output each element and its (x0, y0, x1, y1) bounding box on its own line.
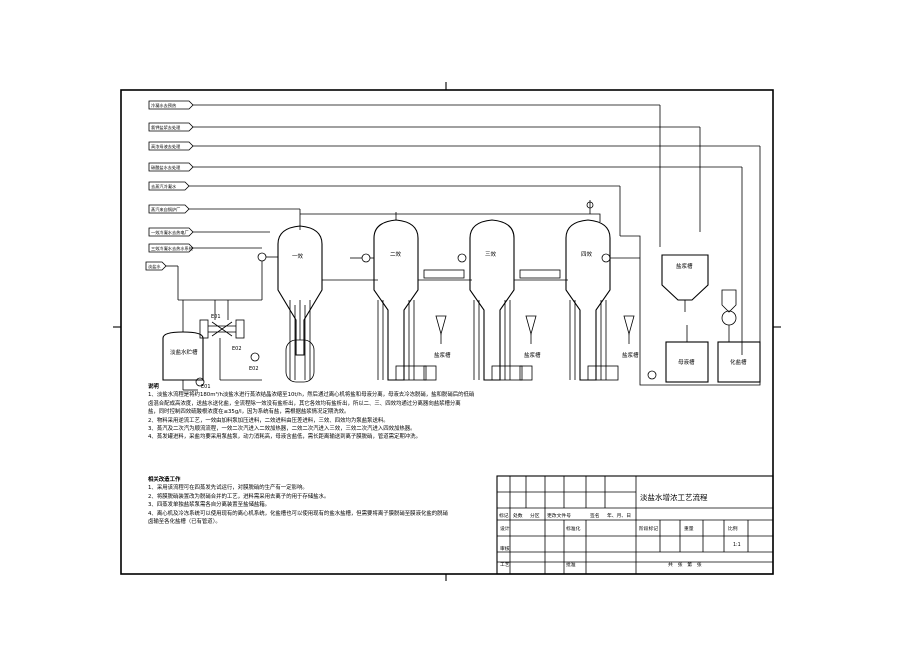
svg-text:批准: 批准 (566, 561, 576, 568)
feed-tank-label: 淡盐水贮槽 (170, 348, 198, 356)
svg-text:阶段标记: 阶段标记 (639, 525, 658, 532)
effect-1-label: 一效 (292, 252, 304, 260)
pipe-label-1: 氯钾盐浆去处理 (148, 122, 701, 232)
return-pipe (620, 235, 761, 386)
followup-item: 2、将膜脱硝装置改为脱硝合并的工艺，进料需采用去离子的用于存储盐水。 (148, 493, 330, 500)
notes-title: 说明 (148, 384, 159, 390)
svg-text:更改文件号: 更改文件号 (547, 512, 571, 519)
pump-icon (195, 377, 205, 387)
svg-text:1:1: 1:1 (733, 542, 741, 548)
svg-text:处数: 处数 (513, 512, 523, 519)
svg-text:三效冷凝水去热水系统: 三效冷凝水去热水系统 (151, 245, 193, 252)
salt-tanks: 盐浆槽 盐浆槽 盐浆槽 (434, 315, 639, 359)
pipe-label-2: 高浓母液去处理 (148, 141, 761, 380)
effect-1: 一效 (257, 225, 378, 383)
svg-text:标准化: 标准化 (566, 525, 581, 532)
notes-section: 说明 1、淡盐水流程是将约180m³/h淡盐水进行蒸浓结晶浓缩至10t/h，然后… (148, 383, 493, 442)
pipe-label-6: 一效冷凝水去热电厂 (148, 227, 270, 237)
pipe-label-7: 三效冷凝水去热水系统 (148, 243, 262, 253)
salt-tank-2-label: 盐浆槽 (524, 351, 541, 359)
pipe-label-4: 去蒸汽冷凝水 (148, 181, 621, 236)
svg-text:高浓母液去处理: 高浓母液去处理 (151, 143, 181, 150)
note-item: 1、淡盐水流程是将约180m³/h淡盐水进行蒸浓结晶浓缩至10t/h，然后通过离… (148, 392, 475, 399)
effect-4: 四效 (565, 219, 640, 381)
note-item: 卤混合配成高浓度，送盐水送化盐，全流程除一效没有盐析出，其它各效均有盐析出，所以… (148, 400, 461, 407)
svg-text:淡盐水: 淡盐水 (148, 263, 161, 269)
drawing-title: 淡盐水增浓工艺流程 (640, 492, 708, 502)
right-equipment: 盐浆槽 母液槽 化盐槽 (647, 254, 761, 383)
feed-label: 淡盐水 (145, 261, 178, 271)
salt-tank-3-label: 盐浆槽 (622, 351, 639, 359)
note-item: 3、蒸汽及二次汽为顺流流程，一效二次汽进入二效加热器，二效二次汽进入三效，三效二… (148, 425, 416, 432)
svg-text:冷凝水去预热: 冷凝水去预热 (151, 102, 177, 109)
svg-text:去蒸汽冷凝水: 去蒸汽冷凝水 (151, 183, 177, 190)
pipe-label-0: 冷凝水去预热 (148, 100, 661, 247)
svg-text:重量: 重量 (684, 525, 694, 532)
salt-dissolve-tank (717, 341, 761, 383)
note-item: 盐，同时控制四效硫酸根浓度在≤35g/l，因为系统有盐，需根据盐浆情况定期洗效。 (148, 409, 350, 416)
svg-text:E01: E01 (201, 384, 211, 390)
drawing-frame (120, 89, 774, 575)
pipe-label-5: 蒸汽来自锅炉厂 (148, 204, 301, 230)
followup-title: 相关改造工作 (148, 477, 181, 483)
pump-icon (361, 253, 371, 263)
svg-text:工艺: 工艺 (500, 562, 510, 568)
followup-item: 3、四蒸发单独盐浆泵需各自分离装置至盐储盐箱。 (148, 502, 271, 509)
effect-3-label: 三效 (485, 250, 497, 258)
svg-text:一效冷凝水去热电厂: 一效冷凝水去热电厂 (151, 229, 189, 236)
svg-text:蒸汽来自锅炉厂: 蒸汽来自锅炉厂 (151, 206, 180, 213)
steam-header (300, 213, 601, 222)
pump-icon (601, 253, 611, 263)
svg-text:分区: 分区 (530, 512, 540, 519)
salt-slurry-tank-label: 盐浆槽 (676, 262, 693, 270)
effect-2-label: 二效 (390, 250, 402, 258)
svg-text:签名: 签名 (590, 512, 600, 519)
note-item: 2、物料采用逆流工艺，一效由加料泵加压进料，二效进料由压差进料，三效、四效均为泵… (148, 417, 389, 424)
svg-text:比例: 比例 (728, 525, 738, 532)
note-item: 4、蒸发罐进料，采盐均要采用泵盐泵，动力消耗高，母液含盐低，需长距离输送到离子膜… (148, 434, 421, 441)
pump-icon (250, 352, 260, 362)
feed-tank: 淡盐水贮槽 (162, 266, 262, 391)
effect-3: 三效 (423, 219, 568, 381)
svg-text:设计: 设计 (500, 525, 510, 532)
pump-icon (257, 252, 267, 262)
followup-section: 相关改造工作 1、采用该流程可在四蒸发先试运行，对膜脱硝的生产有一定影响。 2、… (148, 476, 493, 526)
followup-item: 1、采用该流程可在四蒸发先试运行，对膜脱硝的生产有一定影响。 (148, 485, 308, 492)
pipe-label-3: 碳酸盐水去处理 (148, 162, 743, 355)
svg-text:氯钾盐浆去处理: 氯钾盐浆去处理 (151, 124, 181, 131)
followup-item: 4、离心机及冷冻系统可以使用现有的离心机系统，化盐槽也可以使用现有的盐水盐槽，但… (148, 510, 448, 517)
followup-item: 卤输至各化盐槽（已有管道）。 (148, 518, 221, 525)
mother-liquor-tank-label: 母液槽 (678, 358, 695, 366)
centrifuge-icon (721, 310, 737, 326)
title-block: 淡盐水增浓工艺流程 标记 处数 分区 更改文件号 签名 年、月、日 设计 标准化… (496, 475, 774, 575)
heat-exchangers: E01 E02 E02 E01 (199, 300, 262, 390)
svg-text:共 张 第 张: 共 张 第 张 (668, 561, 702, 568)
valve-icon (586, 201, 594, 209)
pump-icon (457, 253, 467, 263)
effect-2: 二效 (350, 212, 472, 381)
svg-text:审核: 审核 (500, 545, 510, 552)
pipe-labels: 冷凝水去预热 氯钾盐浆去处理 高浓母液去处理 碳酸盐水去处理 去蒸汽冷凝水 蒸汽… (145, 100, 761, 380)
svg-text:年、月、日: 年、月、日 (607, 512, 631, 519)
svg-text:碳酸盐水去处理: 碳酸盐水去处理 (151, 164, 181, 171)
effect-4-label: 四效 (581, 250, 593, 258)
salt-tank-1-label: 盐浆槽 (434, 351, 451, 359)
svg-text:E01: E01 (211, 314, 221, 320)
svg-text:E02: E02 (232, 346, 242, 352)
salt-dissolve-tank-label: 化盐槽 (730, 358, 747, 366)
svg-text:E02: E02 (249, 366, 259, 372)
pump-icon (647, 370, 657, 380)
svg-text:标记: 标记 (499, 512, 509, 519)
